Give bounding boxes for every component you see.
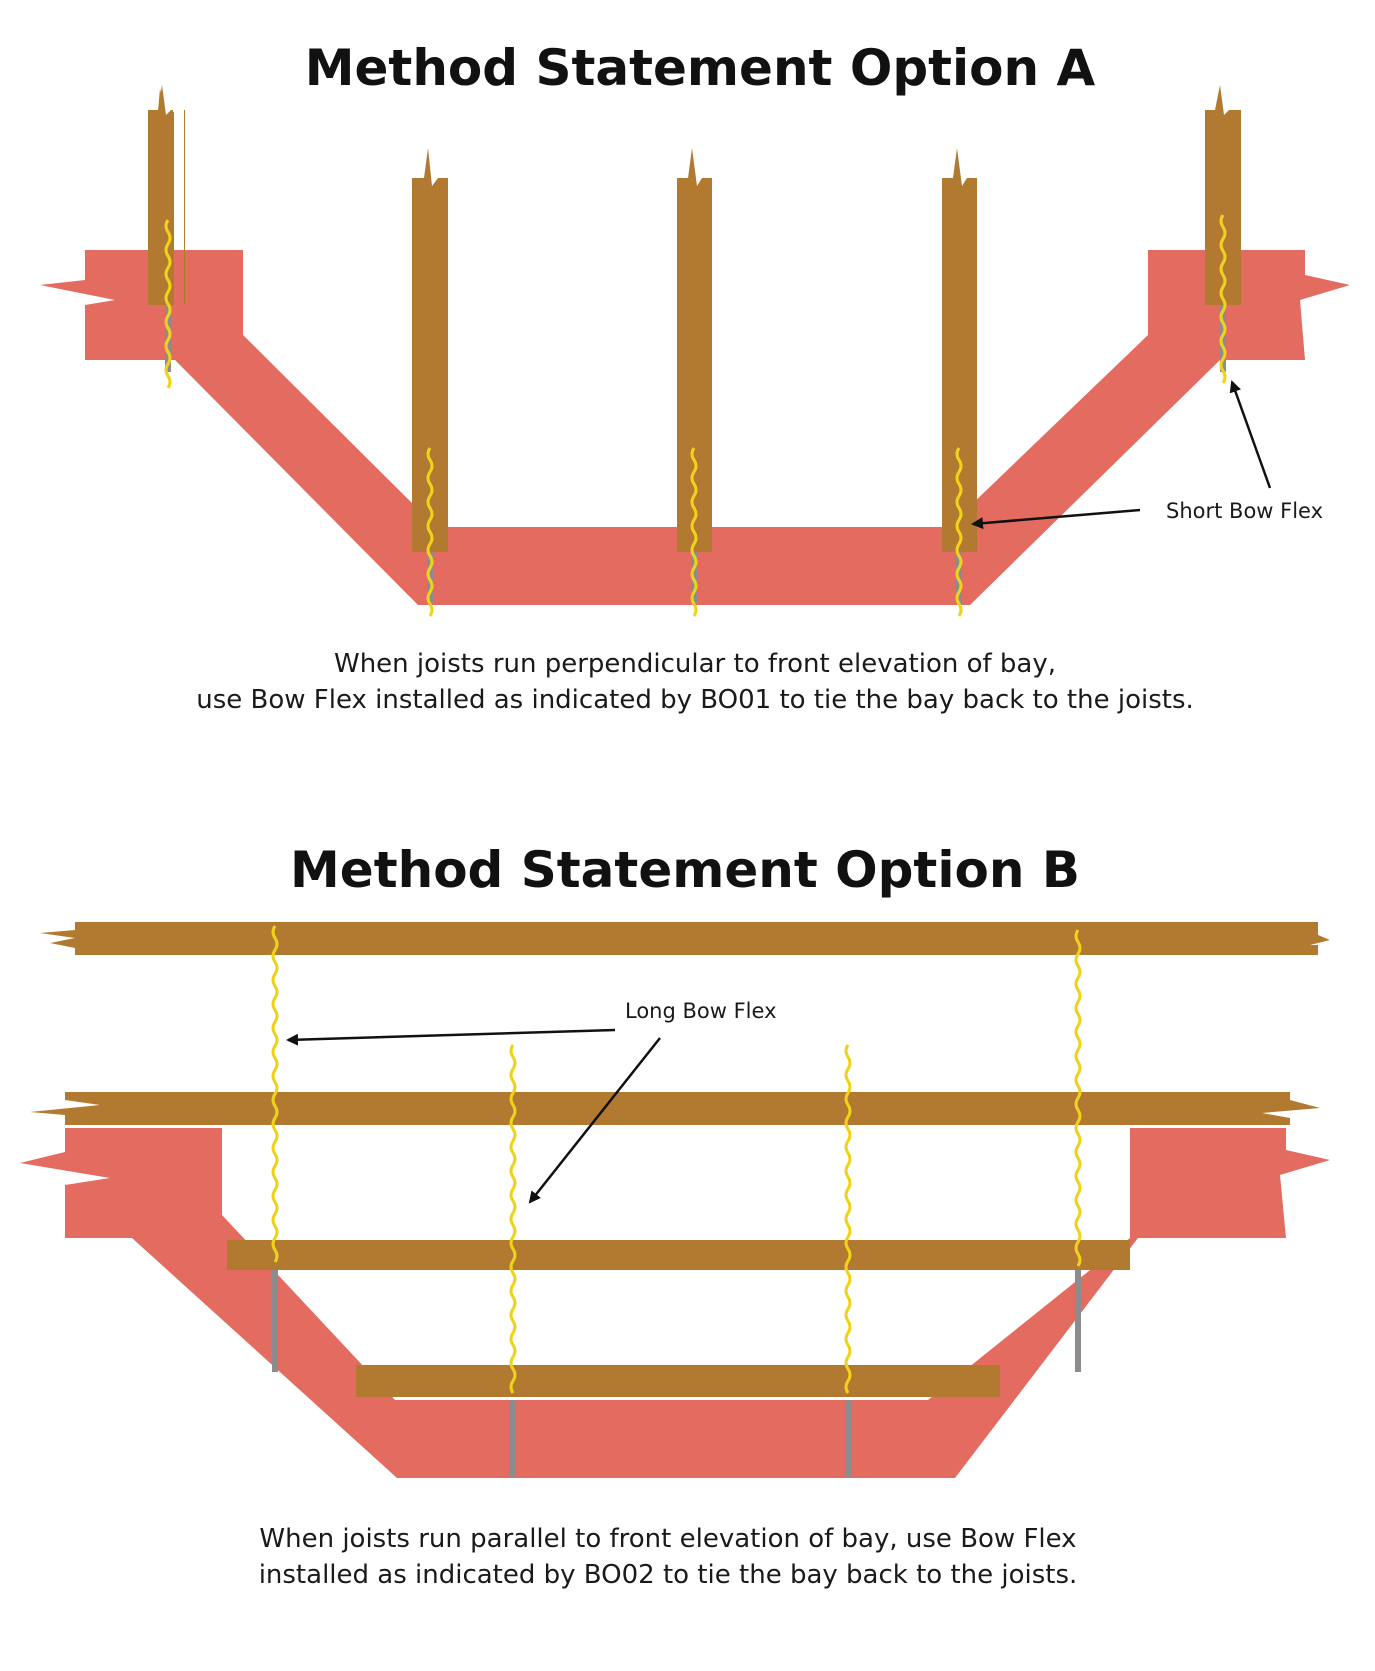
option-b-caption-line2: installed as indicated by BO02 to tie th… [259, 1560, 1078, 1590]
tie-a5 [1219, 214, 1227, 384]
option-a-caption-line2: use Bow Flex installed as indicated by B… [196, 685, 1194, 715]
tie-b4 [1074, 929, 1082, 1372]
option-a-bay-wall [40, 250, 1350, 605]
tie-a3 [690, 447, 698, 617]
tie-a1 [164, 219, 172, 389]
short-bow-flex-label: Short Bow Flex [1166, 499, 1323, 523]
joist-a5 [1205, 85, 1241, 305]
board-b4 [356, 1365, 1000, 1397]
tie-b2 [509, 1044, 517, 1478]
arrow-a-to-wall [1229, 380, 1272, 489]
option-b-bay-wall [20, 1128, 1330, 1478]
arrow-a-to-joist [971, 508, 1141, 530]
option-a-title: Method Statement Option A [305, 39, 1096, 97]
option-b-caption-line1: When joists run parallel to front elevat… [259, 1524, 1076, 1554]
tie-b3 [844, 1044, 852, 1478]
option-b-annotation: Long Bow Flex [286, 999, 777, 1204]
board-b2 [30, 1092, 1320, 1125]
board-b3 [227, 1240, 1130, 1270]
long-bow-flex-label: Long Bow Flex [625, 999, 777, 1023]
option-a-joists [148, 85, 1241, 552]
tie-a2 [426, 447, 434, 617]
tie-b1 [271, 925, 279, 1372]
option-b-ties [271, 925, 1082, 1478]
arrow-b-to-tie2 [528, 1037, 661, 1204]
joist-a2 [412, 148, 448, 552]
option-b-section: Method Statement Option B [20, 841, 1330, 1590]
arrow-b-to-tie1 [286, 1028, 616, 1046]
tie-a4 [955, 447, 963, 617]
joist-a1 [148, 85, 185, 305]
board-b1 [40, 922, 1330, 955]
option-a-annotation: Short Bow Flex [971, 380, 1323, 530]
option-a-ties [164, 214, 1227, 617]
joist-a3 [677, 148, 712, 552]
option-b-title: Method Statement Option B [290, 841, 1080, 899]
option-a-caption-line1: When joists run perpendicular to front e… [334, 649, 1056, 679]
joist-a4 [942, 148, 977, 552]
option-b-boards [30, 922, 1330, 1397]
option-a-section: Method Statement Option A [40, 39, 1350, 715]
